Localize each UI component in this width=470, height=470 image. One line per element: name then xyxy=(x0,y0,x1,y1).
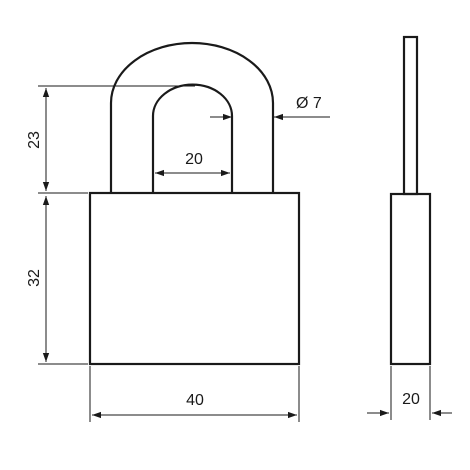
dimension-body-thickness: 20 xyxy=(367,366,452,420)
dimension-shackle-height: 23 xyxy=(26,85,195,194)
shackle-diameter-label: Ø 7 xyxy=(296,95,322,112)
shackle-inner xyxy=(151,83,234,193)
side-body xyxy=(389,192,432,366)
side-shackle xyxy=(402,35,419,196)
side-view xyxy=(389,35,432,366)
shackle-inner-width-label: 20 xyxy=(185,151,203,168)
shackle-outer xyxy=(109,41,275,193)
dimension-shackle-inner-width: 20 xyxy=(155,151,230,177)
body-width-label: 40 xyxy=(186,392,204,409)
dimension-shackle-diameter: Ø 7 xyxy=(210,95,330,121)
body-thickness-label: 20 xyxy=(402,391,420,408)
shackle-height-label: 23 xyxy=(26,131,43,149)
lock-body xyxy=(88,191,301,366)
dimension-body-width: 40 xyxy=(89,366,300,422)
front-view xyxy=(88,41,301,366)
body-height-label: 32 xyxy=(26,269,43,287)
dimension-body-height: 32 xyxy=(26,196,88,365)
